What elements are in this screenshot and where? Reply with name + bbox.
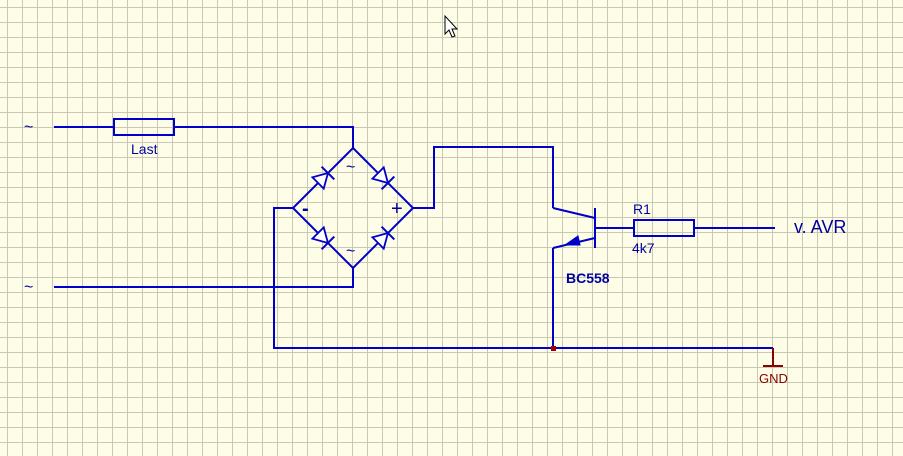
resistor-value-label: 4k7 — [632, 240, 655, 256]
transistor-emitter-arrow — [563, 235, 581, 246]
bridge-outline — [291, 146, 415, 270]
mouse-pointer-icon — [444, 14, 459, 38]
resistor-ref-label: R1 — [633, 201, 651, 217]
transistor-bc558[interactable]: BC558 — [552, 207, 610, 348]
wire-ac-top-right — [174, 126, 354, 148]
bridge-plus-symbol: + — [391, 198, 403, 220]
load-resistor[interactable] — [113, 118, 175, 136]
bridge-rectifier[interactable]: ~ ~ - + — [291, 146, 415, 270]
diode-top-left — [310, 165, 336, 191]
bridge-ac-top-symbol: ~ — [346, 159, 355, 176]
ac-input-top-label: ~ — [24, 119, 33, 136]
resistor-r1[interactable] — [633, 219, 695, 237]
transistor-collector-lead — [552, 207, 596, 219]
diode-bottom-left — [310, 225, 336, 251]
diode-bottom-right — [370, 225, 396, 251]
junction-dot — [551, 346, 556, 351]
bridge-ac-bottom-symbol: ~ — [346, 243, 355, 260]
wire-bridge-plus — [413, 146, 554, 209]
diode-top-right — [370, 165, 396, 191]
ac-input-bottom-label: ~ — [24, 279, 33, 296]
wire-ac-bottom — [54, 268, 354, 288]
load-resistor-label: Last — [131, 141, 158, 157]
transistor-label: BC558 — [566, 270, 610, 286]
ground-label: GND — [759, 371, 788, 386]
bridge-minus-symbol: - — [302, 198, 309, 220]
output-label: v. AVR — [794, 217, 846, 237]
ground-symbol-icon — [763, 348, 783, 367]
wire-bridge-minus — [273, 207, 773, 349]
